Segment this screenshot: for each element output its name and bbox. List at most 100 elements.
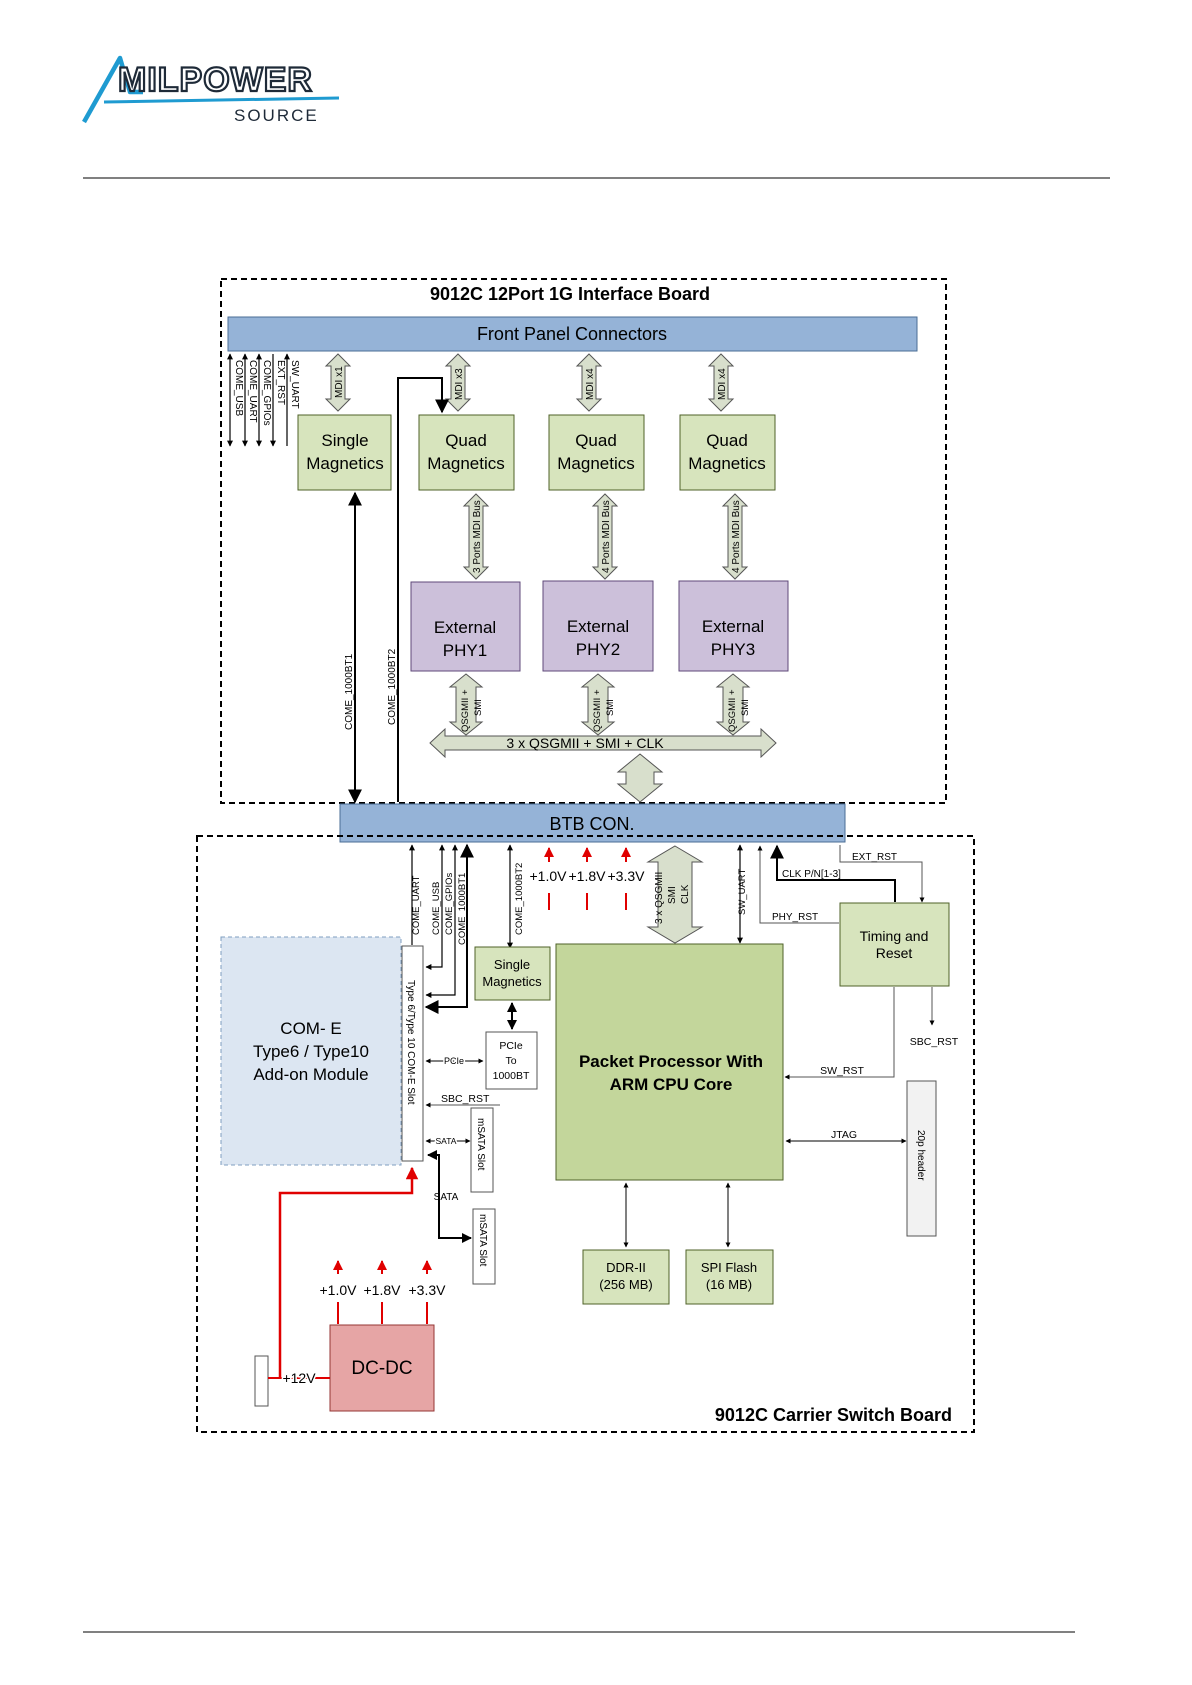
rail-bottom-3v3: +3.3V (409, 1282, 447, 1298)
single-magnetics-line2: Magnetics (306, 454, 383, 473)
phy1-line1: External (434, 618, 496, 637)
jtag-label: JTAG (831, 1129, 857, 1141)
come-1000bt2-label: COME_1000BT2 (387, 648, 398, 725)
side-signals (227, 353, 290, 447)
quad-magnetics-block-2 (548, 414, 645, 491)
phy1-line2: PHY1 (443, 641, 487, 660)
phy2-line2: PHY2 (576, 640, 620, 659)
carrier-single-magnetics-line1: Single (494, 957, 530, 972)
front-panel-label: Front Panel Connectors (477, 324, 667, 344)
pcie-box-line3: 1000BT (493, 1070, 530, 1082)
come-module-line1: COM- E (280, 1019, 341, 1038)
bus-to-btb-arrow (616, 753, 664, 803)
mdi-bus-label-1: 3 Ports MDI Bus (472, 500, 483, 573)
mdi-arrows (324, 353, 735, 412)
sbc-rst-out-label: SBC_RST (910, 1036, 959, 1048)
sata1-label: SATA (436, 1136, 457, 1146)
pcie-box-line1: PCIe (499, 1040, 523, 1052)
come-gpios-label: COME_GPIOs (444, 872, 455, 935)
rail-top-1v8: +1.8V (569, 868, 607, 884)
quad-magnetics-1-line1: Quad (445, 431, 487, 450)
interface-board-frame (220, 278, 947, 804)
qsgmii-label-2a: QSGMII + (592, 689, 603, 732)
come-module-line3: Add-on Module (253, 1065, 368, 1084)
qsgmii-vertical-arrow (646, 845, 704, 944)
come-usb-label: COME_USB (431, 882, 442, 935)
qsgmii-bus-arrow (429, 727, 777, 759)
msata-slot-2-label: mSATA Slot (477, 1214, 488, 1267)
sata2-label: SATA (434, 1192, 459, 1203)
v12-label: +12V (282, 1370, 316, 1386)
ext-rst-label: EXT_RST (852, 852, 897, 863)
mdi-bus-label-2: 4 Ports MDI Bus (601, 500, 612, 573)
spi-line2: (16 MB) (706, 1277, 752, 1292)
phy2-line1: External (567, 617, 629, 636)
header-20p-label: 20p header (915, 1130, 926, 1181)
qsgmii-label-3b: SMI (740, 699, 751, 716)
mdi-bus-label-3: 4 Ports MDI Bus (731, 500, 742, 573)
mdi-label-1: MDI x1 (334, 366, 345, 398)
signal-come-uart: COME_UART (247, 360, 258, 423)
clk-label: CLK P/N[1-3] (782, 869, 841, 880)
external-phy1-block (410, 581, 521, 672)
quad-magnetics-2-line1: Quad (575, 431, 617, 450)
logo-brand: MILPOWER (118, 61, 313, 99)
timing-reset-block (839, 902, 950, 987)
qsgmii-vertical-label-2: SMI (667, 886, 678, 904)
clk-line (770, 844, 896, 902)
front-panel-connectors (227, 316, 918, 352)
phy-rst-label: PHY_RST (772, 912, 818, 923)
qsgmii-label-1a: QSGMII + (460, 689, 471, 732)
rail-bottom-1v8: +1.8V (364, 1282, 402, 1298)
mdi-label-2: MDI x3 (454, 368, 465, 400)
come-1000bt1-carrier-label: COME_1000BT1 (457, 873, 468, 945)
qsgmii-label-2b: SMI (605, 699, 616, 716)
quad-magnetics-1-line2: Magnetics (427, 454, 504, 473)
qsgmii-vertical-label-3: CLK (680, 884, 691, 904)
phy3-line2: PHY3 (711, 640, 755, 659)
rail-top-1v0: +1.0V (530, 868, 568, 884)
carrier-single-magnetics (474, 946, 551, 1001)
packet-processor-block (555, 943, 784, 1181)
rails-bottom-arrows (333, 1260, 432, 1324)
dc-dc-block (329, 1324, 435, 1412)
mdi-label-4: MDI x4 (717, 368, 728, 400)
logo-subtitle: SOURCE (234, 106, 319, 125)
power-input-connector (254, 1355, 269, 1407)
single-magnetics-block (297, 414, 392, 491)
processor-line1: Packet Processor With (579, 1052, 763, 1071)
ddr-line2: (256 MB) (599, 1277, 652, 1292)
quad-magnetics-block-1 (418, 414, 515, 491)
signal-sw-uart: SW_UART (289, 360, 300, 409)
pcie-to-1000bt-block (485, 1031, 538, 1090)
phy3-line1: External (702, 617, 764, 636)
phy-rst-line (757, 845, 839, 924)
timing-line1: Timing and (860, 928, 929, 944)
rail-bottom-1v0: +1.0V (320, 1282, 358, 1298)
ext-rst-line (839, 845, 925, 903)
ddr-block (582, 1249, 670, 1305)
btb-label: BTB CON. (549, 814, 634, 834)
msata-slot-2 (472, 1208, 496, 1285)
sata2-line (427, 1150, 472, 1243)
external-phy2-block (542, 580, 654, 672)
qsgmii-label-1b: SMI (473, 699, 484, 716)
sbc-rst-label: SBC_RST (441, 1093, 490, 1105)
come-1000bt2-line (397, 377, 449, 802)
sw-rst-line (784, 987, 895, 1080)
signal-ext-rst: EXT_RST (275, 360, 286, 405)
come-signal-lines (409, 843, 513, 1014)
come-module-line2: Type6 / Type10 (253, 1042, 369, 1061)
quad-magnetics-block-3 (679, 414, 776, 491)
carrier-board-title: 9012C Carrier Switch Board (715, 1405, 952, 1425)
come-uart-label: COME_UART (411, 875, 422, 935)
processor-line2: ARM CPU Core (610, 1075, 733, 1094)
dc-dc-label: DC-DC (351, 1358, 412, 1379)
spi-flash-block (685, 1249, 774, 1305)
quad-magnetics-3-line2: Magnetics (688, 454, 765, 473)
external-phy3-block (678, 580, 789, 672)
quad-magnetics-2-line2: Magnetics (557, 454, 634, 473)
rail-top-3v3: +3.3V (608, 868, 646, 884)
ddr-line1: DDR-II (606, 1260, 646, 1275)
spi-line1: SPI Flash (701, 1260, 757, 1275)
